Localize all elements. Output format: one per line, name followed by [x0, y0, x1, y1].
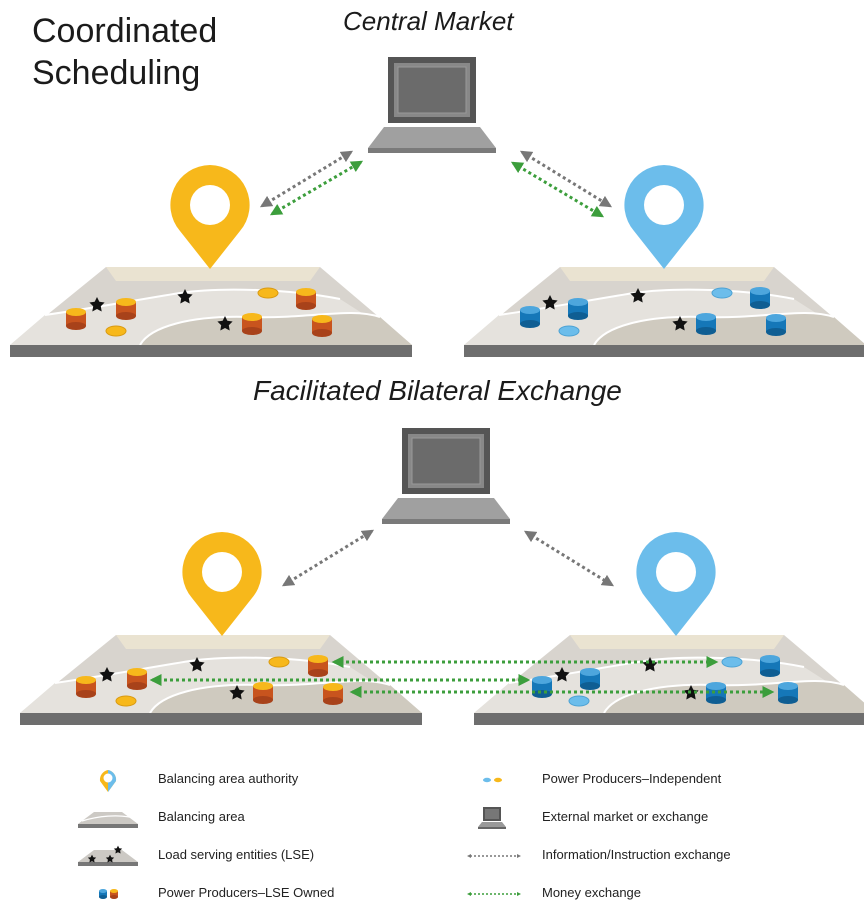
- right-independent-producer: [711, 287, 733, 299]
- central-market-heading: Central Market: [343, 6, 514, 36]
- left-lse-producer: [66, 308, 86, 330]
- left-lse-producer: [323, 683, 343, 705]
- right-lse-producer: [778, 682, 798, 704]
- scheduling-diagram: [9, 56, 864, 726]
- legend-label: Power Producers–Independent: [542, 771, 722, 786]
- money-exchange-arrow: [510, 161, 605, 218]
- info-exchange-arrow: [259, 150, 354, 208]
- right-lse-producer: [520, 306, 540, 328]
- legend-label: Balancing area: [158, 809, 245, 824]
- load-serving-entity-icon: [78, 845, 138, 866]
- balancing-area-icon: [78, 812, 138, 828]
- right-lse-producer: [568, 298, 588, 320]
- right-independent-producer: [721, 656, 743, 668]
- right-authority-pin-icon: [624, 165, 704, 269]
- left-independent-producer: [105, 325, 127, 337]
- left-lse-producer: [242, 313, 262, 335]
- right-lse-producer: [580, 668, 600, 690]
- left-independent-producer: [268, 656, 290, 668]
- money-exchange-arrow-icon: [467, 892, 521, 896]
- central-market-group: [9, 56, 864, 358]
- legend-label: Balancing area authority: [158, 771, 299, 786]
- legend-label: External market or exchange: [542, 809, 709, 824]
- title-line-1: Coordinated: [32, 12, 218, 50]
- left-independent-producer: [257, 287, 279, 299]
- right-lse-producer: [532, 676, 552, 698]
- info-exchange-arrow: [281, 529, 375, 587]
- info-exchange-arrow-icon: [467, 854, 521, 858]
- producer-lse-owned-icon: [99, 889, 118, 899]
- left-lse-producer: [296, 288, 316, 310]
- left-independent-producer: [115, 695, 137, 707]
- exchange-laptop-icon: [381, 427, 511, 525]
- page-title: Coordinated Scheduling: [32, 10, 217, 94]
- info-exchange-arrow: [523, 530, 615, 587]
- left-authority-pin-icon: [182, 532, 262, 636]
- left-lse-producer: [76, 676, 96, 698]
- money-exchange-arrow: [269, 160, 364, 216]
- left-lse-producer: [312, 315, 332, 337]
- left-lse-producer: [308, 655, 328, 677]
- right-lse-producer: [760, 655, 780, 677]
- left-lse-producer: [253, 682, 273, 704]
- legend-label: Information/Instruction exchange: [542, 847, 731, 862]
- producer-independent-icon: [483, 777, 502, 783]
- left-lse-producer: [127, 668, 147, 690]
- right-lse-producer: [750, 287, 770, 309]
- right-independent-producer: [568, 695, 590, 707]
- legend-label: Power Producers–LSE Owned: [158, 885, 335, 900]
- legend-label: Money exchange: [542, 885, 642, 900]
- left-lse-producer: [116, 298, 136, 320]
- title-line-2: Scheduling: [32, 54, 201, 92]
- right-lse-producer: [696, 313, 716, 335]
- bilateral-exchange-group: [19, 427, 864, 726]
- balancing-authority-pin-icon: [99, 770, 117, 792]
- right-lse-producer: [766, 314, 786, 336]
- right-independent-producer: [558, 325, 580, 337]
- legend-label: Load serving entities (LSE): [158, 847, 315, 862]
- legend: Balancing area authority Balancing area …: [0, 742, 864, 902]
- info-exchange-arrow: [519, 150, 613, 208]
- central-market-laptop-icon: [367, 56, 497, 154]
- right-authority-pin-icon: [636, 532, 716, 636]
- left-authority-pin-icon: [170, 165, 250, 269]
- bilateral-exchange-heading: Facilitated Bilateral Exchange: [253, 375, 622, 406]
- external-market-laptop-icon: [478, 807, 506, 829]
